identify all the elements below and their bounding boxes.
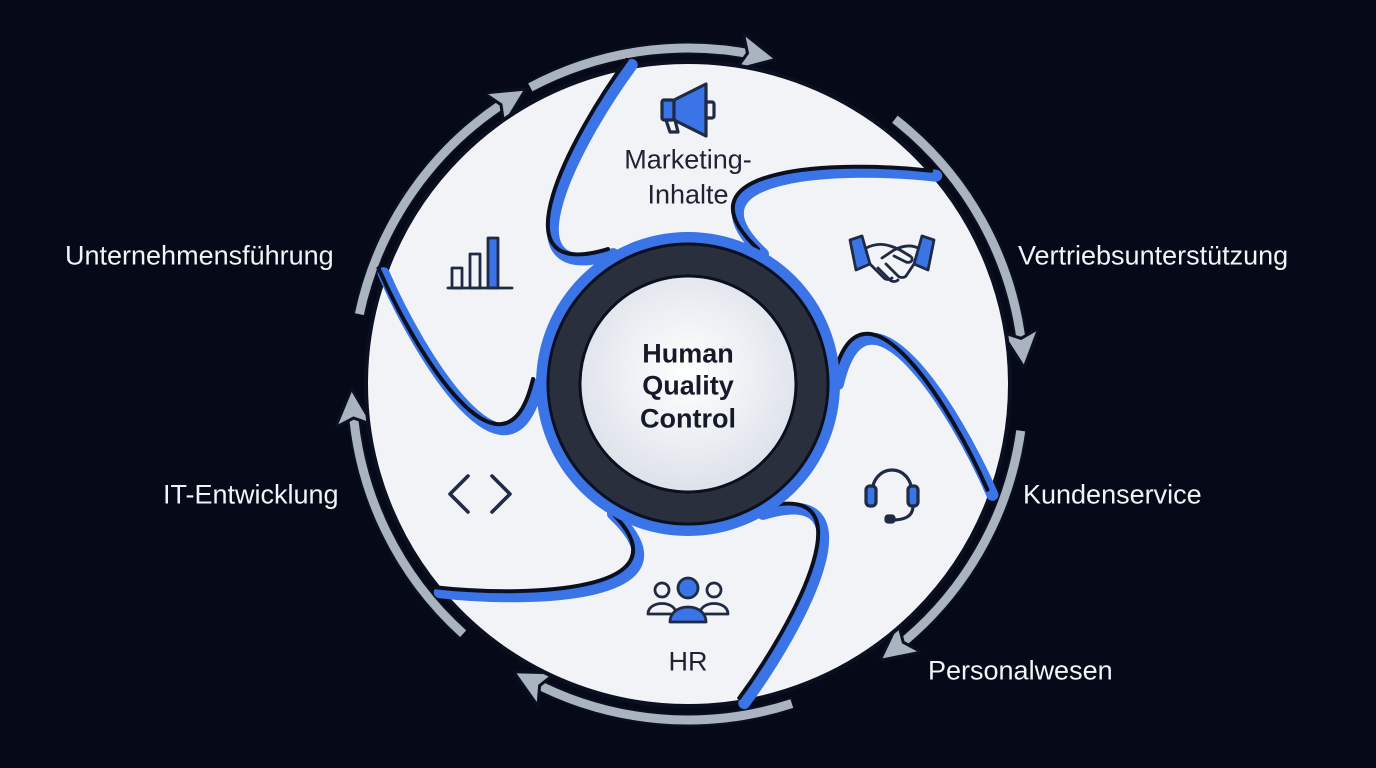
cycle-arrow — [353, 407, 467, 638]
outer-label-it: IT-Entwicklung — [163, 479, 339, 510]
cycle-arrow — [892, 115, 1022, 349]
segment-label-hr: HR — [669, 645, 708, 680]
cycle-arrow — [354, 99, 510, 316]
petal-divider-outline — [546, 57, 629, 257]
bar-chart-icon — [446, 236, 514, 290]
petal-divider-outline — [432, 506, 636, 594]
code-brackets-icon — [448, 474, 512, 514]
outer-label-personal: Personalwesen — [928, 655, 1113, 686]
petal-divider-outline — [730, 164, 934, 252]
handshake-icon — [848, 234, 936, 283]
hub-line: Quality — [642, 370, 734, 401]
hub-line: Human — [642, 338, 734, 369]
outer-label-kunden: Kundenservice — [1023, 479, 1202, 510]
petal-divider-outline — [376, 266, 535, 427]
petal-divider-accent — [547, 58, 638, 266]
cycle-arrow — [530, 681, 794, 725]
megaphone-icon — [660, 82, 716, 138]
headset-icon — [864, 468, 920, 524]
petal-divider-accent — [738, 502, 829, 710]
hub-line: Control — [640, 403, 736, 434]
outer-label-fuehrung: Unternehmensführung — [65, 240, 334, 271]
cycle-arrow — [895, 430, 1026, 649]
segment-label-marketing: Marketing- Inhalte — [624, 142, 752, 211]
segment-label-line: HR — [668, 646, 708, 677]
segment-label-line: Marketing- — [624, 144, 752, 175]
petal-divider-accent — [433, 507, 645, 603]
hub-center — [578, 274, 798, 494]
segment-label-line: Inhalte — [647, 179, 729, 209]
outer-label-vertrieb: Vertriebsunterstützung — [1018, 240, 1289, 271]
petal-divider-outline — [831, 331, 990, 492]
petal-divider-outline — [737, 501, 820, 701]
petal-divider-accent — [731, 165, 943, 261]
petal-dividers — [376, 57, 999, 710]
cycle-arrows — [353, 48, 1026, 727]
cycle-arrow — [528, 48, 758, 92]
hub-label: Human Quality Control — [640, 337, 736, 434]
people-group-icon — [646, 576, 730, 624]
